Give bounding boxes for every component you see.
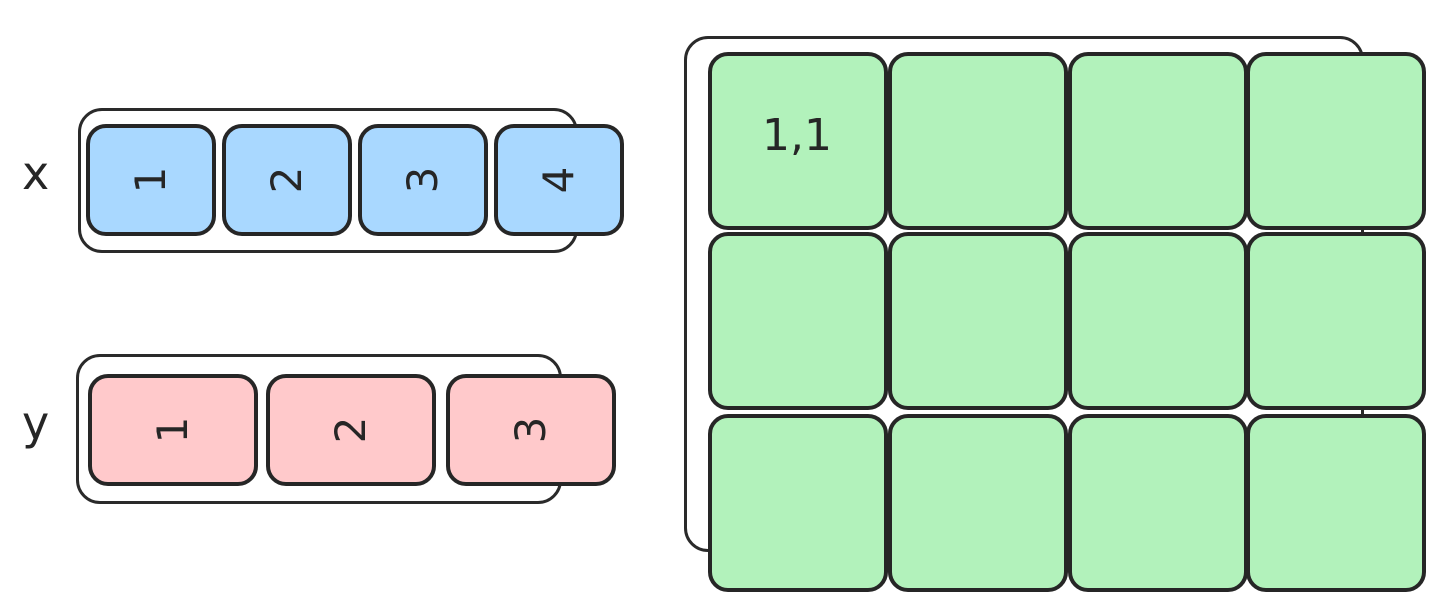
x-array-cell: 4 — [494, 124, 624, 236]
y-array-cell: 1 — [88, 374, 258, 486]
x-array-cell: 3 — [358, 124, 488, 236]
grid-cell: 1,1 — [708, 52, 888, 230]
x-array-label: x — [22, 146, 50, 200]
grid-cell — [1068, 414, 1248, 592]
grid-cell — [1068, 232, 1248, 410]
y-array-label: y — [22, 396, 50, 450]
x-array-cell: 1 — [86, 124, 216, 236]
x-cell-value: 1 — [126, 166, 175, 194]
y-array-cell: 2 — [266, 374, 436, 486]
y-cell-value: 1 — [148, 416, 197, 444]
grid-cell — [1246, 232, 1426, 410]
grid-cell — [888, 52, 1068, 230]
grid-cell — [888, 414, 1068, 592]
y-array-cell: 3 — [446, 374, 616, 486]
grid-cell — [1246, 414, 1426, 592]
grid-cell — [888, 232, 1068, 410]
grid-cell-label: 1,1 — [762, 110, 832, 161]
y-cell-value: 2 — [326, 416, 375, 444]
grid-cell — [1068, 52, 1248, 230]
x-array-cell: 2 — [222, 124, 352, 236]
x-cell-value: 4 — [534, 166, 583, 194]
x-cell-value: 3 — [398, 166, 447, 194]
grid-cell — [1246, 52, 1426, 230]
x-cell-value: 2 — [262, 166, 311, 194]
grid-cell — [708, 414, 888, 592]
y-cell-value: 3 — [506, 416, 555, 444]
grid-cell — [708, 232, 888, 410]
